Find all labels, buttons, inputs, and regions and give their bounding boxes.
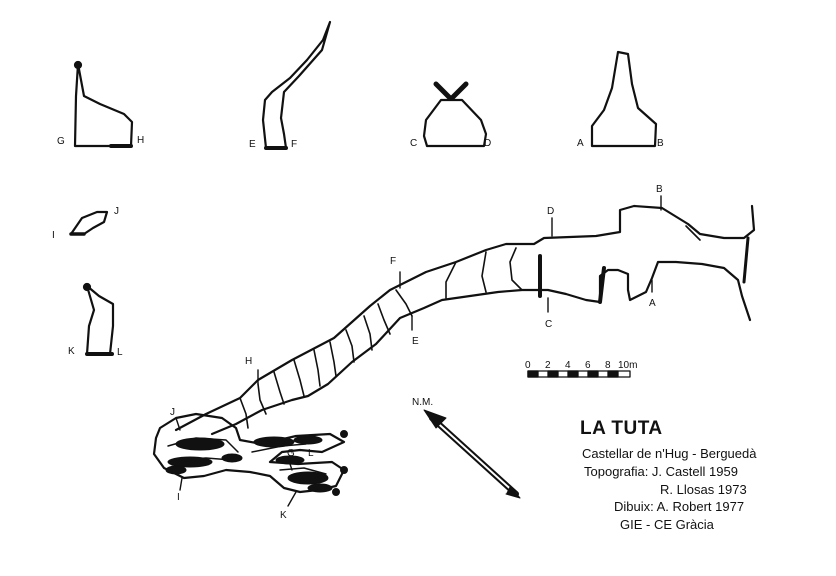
- credit-group: GIE - CE Gràcia: [620, 517, 714, 532]
- scale-tick-4: 4: [565, 360, 571, 371]
- plan-label-k: K: [280, 510, 287, 521]
- label-c: C: [410, 138, 417, 149]
- plan-label-l: L: [308, 448, 314, 459]
- map-title: LA TUTA: [580, 418, 663, 439]
- label-d: D: [484, 138, 491, 149]
- credit-topografia-2: R. Llosas 1973: [660, 482, 747, 497]
- label-e: E: [249, 139, 256, 150]
- plan-label-h: H: [245, 356, 252, 367]
- section-ef: [261, 20, 332, 150]
- plan-label-c: C: [545, 319, 552, 330]
- plan-label-a: A: [649, 298, 656, 309]
- map-subtitle: Castellar de n'Hug - Berguedà: [582, 446, 757, 461]
- label-b: B: [657, 138, 664, 149]
- scale-bar: [527, 370, 631, 378]
- label-l: L: [117, 347, 123, 358]
- boulders: [165, 430, 348, 496]
- label-g: G: [57, 136, 65, 147]
- plan-label-g: G: [287, 448, 295, 459]
- label-h: H: [137, 135, 144, 146]
- plan-label-j: J: [170, 407, 175, 418]
- plan-label-d: D: [547, 206, 554, 217]
- label-i: I: [52, 230, 55, 241]
- plan-label-i: I: [177, 492, 180, 503]
- section-cd: [422, 81, 488, 148]
- cave-plan: [174, 204, 756, 436]
- scale-tick-10m: 10m: [618, 360, 637, 371]
- section-kl: [82, 282, 115, 356]
- scale-tick-2: 2: [545, 360, 551, 371]
- label-j: J: [114, 206, 119, 217]
- scale-tick-6: 6: [585, 360, 591, 371]
- section-ij: [69, 210, 109, 236]
- label-k: K: [68, 346, 75, 357]
- north-arrow-label: N.M.: [412, 397, 433, 408]
- plan-label-b: B: [656, 184, 663, 195]
- label-a: A: [577, 138, 584, 149]
- section-gh: [73, 60, 134, 148]
- credit-dibuix: Dibuix: A. Robert 1977: [614, 499, 745, 514]
- scale-tick-8: 8: [605, 360, 611, 371]
- scale-tick-0: 0: [525, 360, 531, 371]
- plan-label-e: E: [412, 336, 419, 347]
- label-f: F: [291, 139, 297, 150]
- plan-section-ticks: [175, 195, 662, 507]
- north-arrow: [423, 409, 521, 499]
- section-ab: [590, 50, 658, 148]
- plan-label-f: F: [390, 256, 396, 267]
- credit-topografia: Topografia: J. Castell 1959: [584, 464, 738, 479]
